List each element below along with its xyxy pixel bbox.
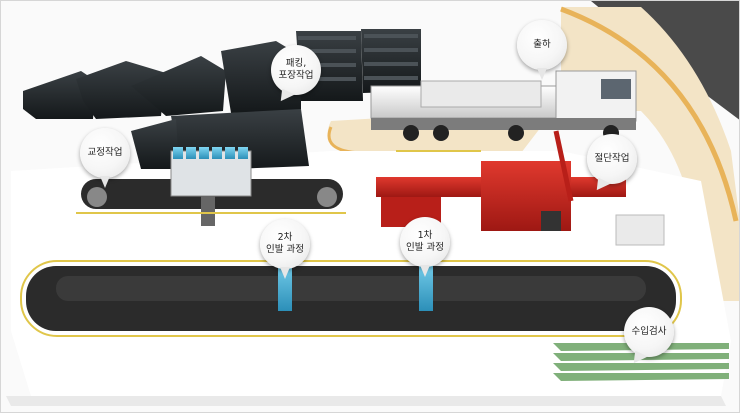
bubble-packing: 패킹, 포장작업 (271, 45, 321, 95)
bubble-drawing-2nd: 2차 인발 과정 (260, 219, 310, 279)
bubble-cutting: 절단작업 (587, 134, 637, 184)
cutting-line (376, 130, 665, 246)
label-drawing-1st: 1차 인발 과정 (406, 230, 444, 253)
label-inspection: 수입검사 (631, 326, 667, 337)
truck (370, 70, 637, 141)
bubble-straightening: 교정작업 (80, 128, 130, 188)
straightening-line (76, 147, 346, 226)
pipe-ends (298, 34, 418, 81)
label-packing: 패킹, 포장작업 (278, 58, 314, 81)
label-straightening: 교정작업 (87, 147, 123, 158)
label-drawing-2nd: 2차 인발 과정 (266, 232, 304, 255)
drawing-line (20, 256, 682, 337)
label-cutting: 절단작업 (594, 153, 630, 164)
floor-shadow (6, 396, 726, 406)
road-edge (560, 6, 739, 222)
bubble-shipping: 출하 (517, 20, 567, 80)
label-shipping: 출하 (533, 39, 551, 50)
bubble-drawing-1st: 1차 인발 과정 (400, 217, 450, 277)
bubble-inspection: 수입검사 (624, 307, 674, 357)
